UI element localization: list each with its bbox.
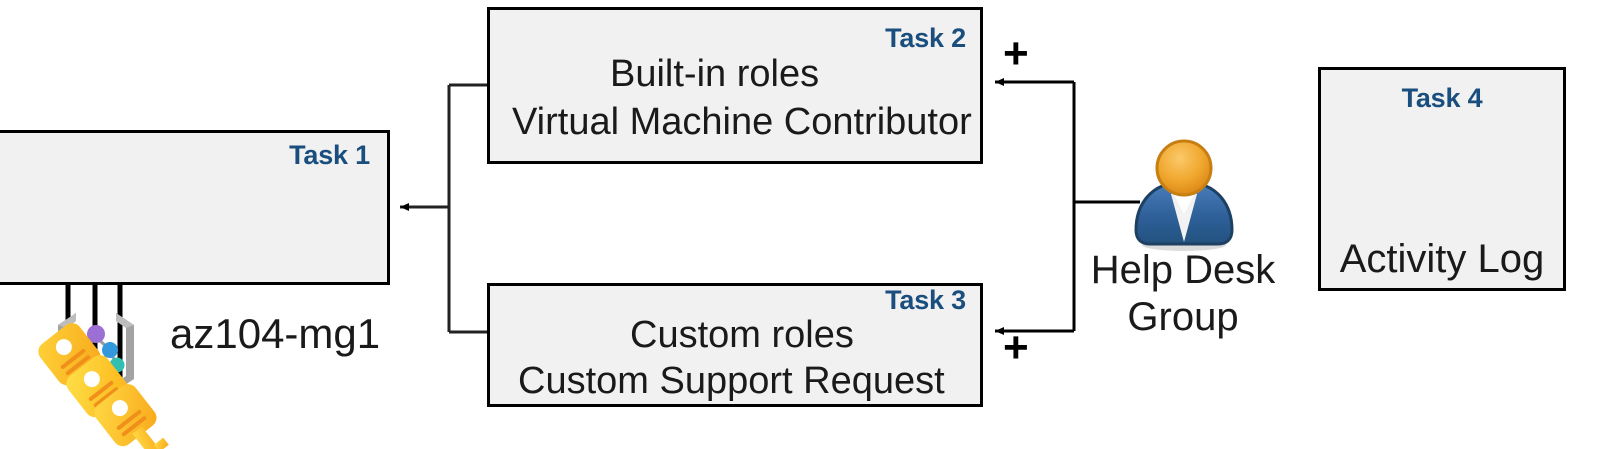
task-2-line-2: Virtual Machine Contributor xyxy=(512,101,972,143)
task-2-line-1: Built-in roles xyxy=(610,53,820,95)
helpdesk-line-1: Help Desk xyxy=(1090,248,1276,292)
task-3-box[interactable]: Task 3 Custom roles Custom Support Reque… xyxy=(487,283,983,407)
task-3-line-1: Custom roles xyxy=(630,314,854,356)
keys-icon xyxy=(36,300,172,449)
task-2-box[interactable]: Task 2 Built-in roles Virtual Machine Co… xyxy=(487,7,983,164)
task-4-tag: Task 4 xyxy=(1401,83,1483,113)
task-3-line-2: Custom Support Request xyxy=(518,360,945,402)
task-1-tag: Task 1 xyxy=(289,140,370,170)
task-1-label: az104-mg1 xyxy=(170,310,381,357)
helpdesk-line-2: Group xyxy=(1127,295,1239,339)
task-4-label: Activity Log xyxy=(1339,237,1545,281)
plus-icon-top: + xyxy=(1003,29,1029,78)
helpdesk-caption: Help Desk Group xyxy=(1063,247,1303,341)
plus-icon-bottom: + xyxy=(1003,323,1029,372)
left-bracket xyxy=(447,83,489,334)
task-2-tag: Task 2 xyxy=(885,23,966,53)
task-3-tag: Task 3 xyxy=(885,285,966,315)
user-group-icon xyxy=(1124,138,1244,256)
task-4-box[interactable]: Task 4 Activity Log xyxy=(1318,67,1566,291)
task-1-box[interactable]: Task 1 xyxy=(0,130,390,391)
